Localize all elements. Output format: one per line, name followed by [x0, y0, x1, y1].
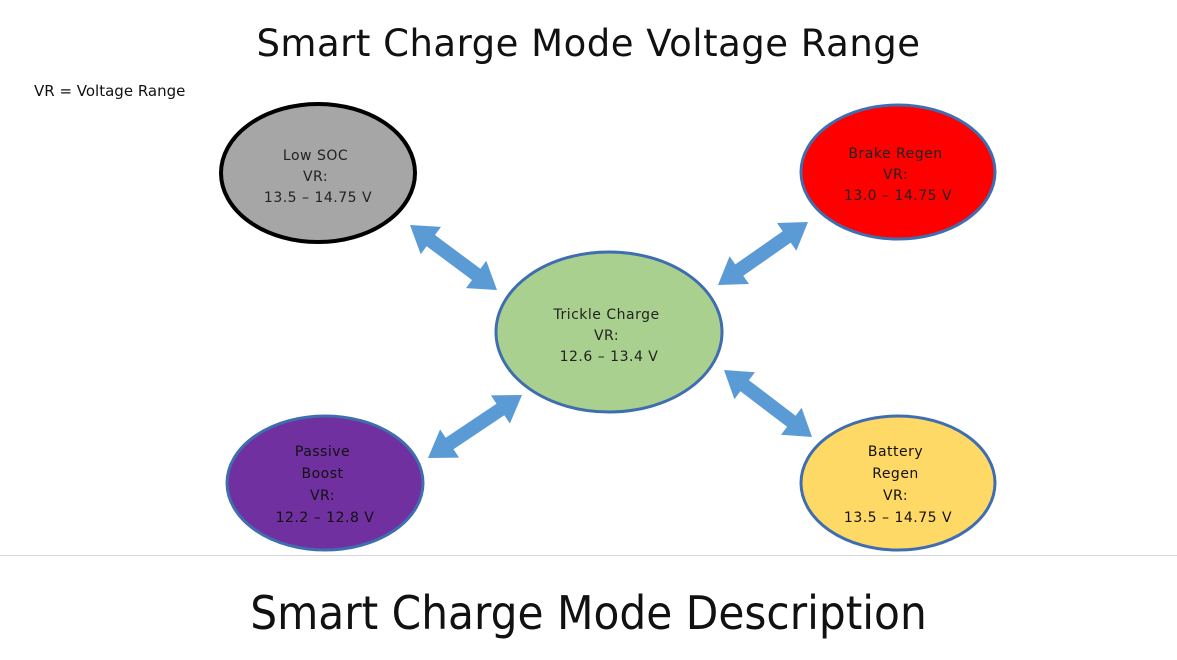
node-trickle-charge: Trickle Charge VR: 12.6 – 13.4 V	[494, 250, 724, 414]
node-trickle-charge-line-3: 12.6 – 13.4 V	[560, 349, 659, 365]
node-low-soc-line-3: 13.5 – 14.75 V	[264, 190, 372, 206]
arrow-battery-trickle	[724, 370, 812, 437]
arrow-brake-trickle	[718, 222, 808, 285]
node-brake-regen-line-2: VR:	[883, 167, 908, 183]
node-battery-regen-shape	[799, 414, 997, 552]
node-brake-regen: Brake Regen VR: 13.0 – 14.75 V	[799, 103, 997, 241]
node-passive-boost-label: Passive Boost VR: 12.2 – 12.8 V	[276, 444, 375, 526]
page-title: Smart Charge Mode Voltage Range	[256, 22, 921, 65]
node-battery-regen-line-4: 13.5 – 14.75 V	[844, 510, 952, 526]
node-passive-boost-line-1: Passive	[295, 444, 350, 460]
arrow-low-soc-trickle	[410, 225, 497, 290]
node-battery-regen-label: Battery Regen VR: 13.5 – 14.75 V	[844, 444, 952, 526]
arrow-passive-trickle	[428, 395, 522, 458]
node-low-soc: Low SOC VR: 13.5 – 14.75 V	[219, 102, 417, 244]
node-battery-regen: Battery Regen VR: 13.5 – 14.75 V	[799, 414, 997, 552]
node-battery-regen-line-1: Battery	[868, 444, 923, 460]
node-passive-boost-line-4: 12.2 – 12.8 V	[276, 510, 375, 526]
node-trickle-charge-label: Trickle Charge VR: 12.6 – 13.4 V	[552, 307, 664, 365]
node-passive-boost-line-3: VR:	[310, 488, 335, 504]
node-battery-regen-line-2: Regen	[872, 466, 919, 482]
node-low-soc-label: Low SOC VR: 13.5 – 14.75 V	[264, 148, 372, 206]
legend-note: VR = Voltage Range	[34, 82, 186, 100]
node-trickle-charge-line-1: Trickle Charge	[552, 307, 659, 323]
node-trickle-charge-line-2: VR:	[594, 328, 619, 344]
bottom-caption: Smart Charge Mode Description	[250, 586, 927, 640]
node-brake-regen-shape	[799, 103, 997, 241]
node-passive-boost-line-2: Boost	[302, 466, 344, 482]
node-low-soc-line-2: VR:	[303, 169, 328, 185]
node-battery-regen-line-3: VR:	[883, 488, 908, 504]
node-passive-boost: Passive Boost VR: 12.2 – 12.8 V	[225, 414, 425, 552]
node-low-soc-shape	[219, 102, 417, 244]
charge-mode-diagram: Low SOC VR: 13.5 – 14.75 V Brake Regen V…	[219, 102, 997, 552]
node-trickle-charge-shape	[494, 250, 724, 414]
section-divider	[0, 555, 1177, 556]
node-brake-regen-line-1: Brake Regen	[848, 146, 942, 162]
node-low-soc-line-1: Low SOC	[283, 148, 348, 164]
node-passive-boost-shape	[225, 414, 425, 552]
node-brake-regen-line-3: 13.0 – 14.75 V	[844, 188, 952, 204]
node-brake-regen-label: Brake Regen VR: 13.0 – 14.75 V	[844, 146, 952, 204]
